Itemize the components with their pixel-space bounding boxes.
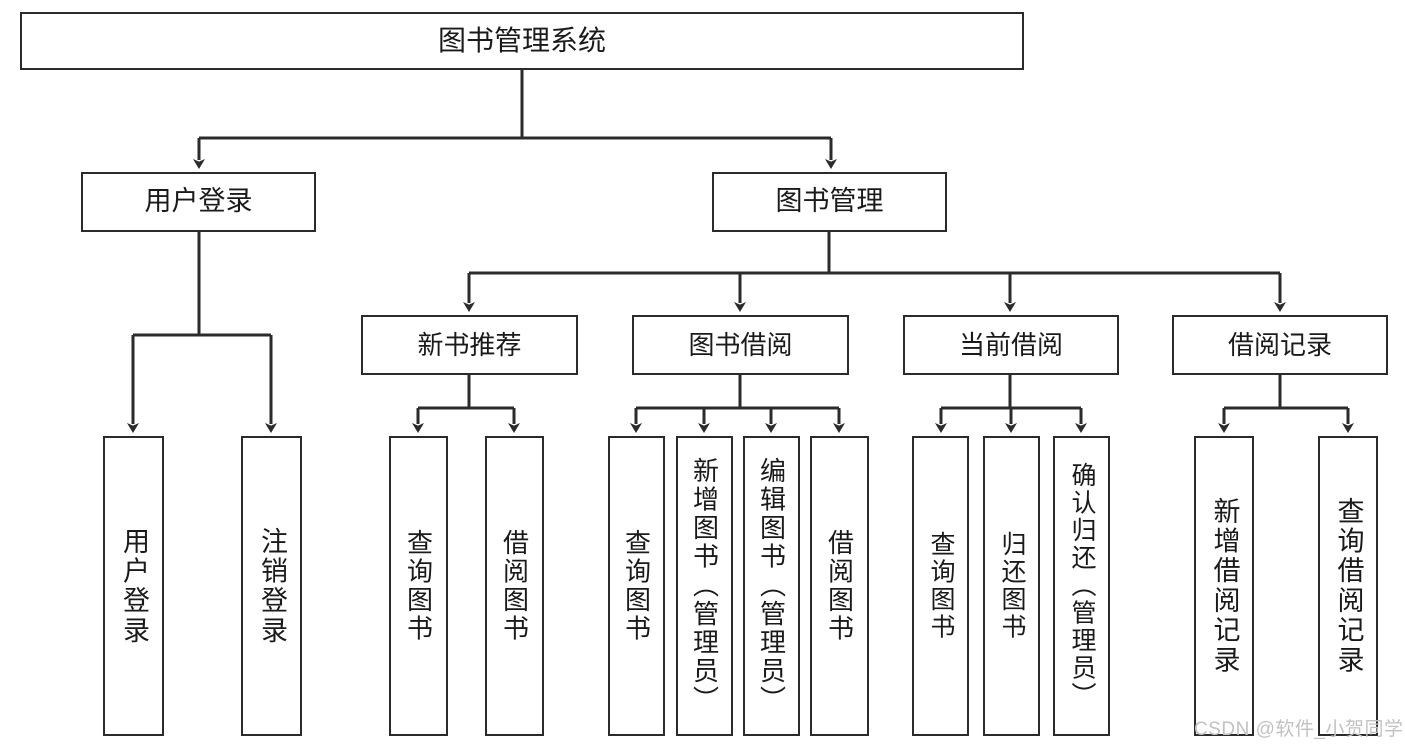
- node-leaf-add-book-admin-label: 新增图书（管理员）: [689, 457, 720, 715]
- node-leaf-borrow-book-2[interactable]: 借阅图书: [810, 436, 869, 736]
- node-leaf-confirm-return-admin[interactable]: 确认归还（管理员）: [1053, 436, 1110, 736]
- node-new-book-recommend[interactable]: 新书推荐: [361, 315, 578, 375]
- node-borrow-record-label: 借阅记录: [1227, 329, 1332, 360]
- node-current-borrow-label: 当前借阅: [958, 329, 1063, 360]
- node-leaf-return-book-label: 归还图书: [998, 531, 1026, 641]
- node-leaf-add-book-admin[interactable]: 新增图书（管理员）: [676, 436, 733, 736]
- node-book-borrow[interactable]: 图书借阅: [632, 315, 849, 375]
- node-book-borrow-label: 图书借阅: [688, 329, 793, 360]
- node-book-manage[interactable]: 图书管理: [712, 172, 947, 232]
- node-leaf-query-book-1[interactable]: 查询图书: [389, 436, 448, 736]
- node-leaf-return-book[interactable]: 归还图书: [983, 436, 1040, 736]
- node-leaf-logout-login[interactable]: 注销登录: [241, 436, 302, 736]
- node-leaf-logout-login-label: 注销登录: [257, 526, 287, 646]
- node-leaf-query-book-1-label: 查询图书: [403, 528, 434, 644]
- node-leaf-add-borrow-record-label: 新增借阅记录: [1209, 496, 1240, 676]
- node-leaf-query-book-2[interactable]: 查询图书: [608, 436, 665, 736]
- node-borrow-record[interactable]: 借阅记录: [1172, 315, 1388, 375]
- node-book-manage-label: 图书管理: [775, 186, 884, 217]
- node-leaf-query-book-3-label: 查询图书: [927, 531, 955, 641]
- node-user-login[interactable]: 用户登录: [81, 172, 316, 232]
- node-new-book-recommend-label: 新书推荐: [417, 329, 522, 360]
- node-user-login-label: 用户登录: [144, 186, 253, 217]
- node-leaf-user-login[interactable]: 用户登录: [103, 436, 164, 736]
- node-current-borrow[interactable]: 当前借阅: [903, 315, 1119, 375]
- node-root[interactable]: 图书管理系统: [20, 12, 1024, 70]
- node-leaf-query-book-2-label: 查询图书: [621, 528, 652, 644]
- csdn-watermark: CSDN @软件_小贺同学: [1194, 719, 1404, 740]
- node-leaf-borrow-book-1-label: 借阅图书: [499, 528, 530, 644]
- node-leaf-edit-book-admin[interactable]: 编辑图书（管理员）: [743, 436, 800, 736]
- node-leaf-query-borrow-record-label: 查询借阅记录: [1333, 496, 1364, 676]
- node-leaf-query-borrow-record[interactable]: 查询借阅记录: [1318, 436, 1378, 736]
- node-leaf-query-book-3[interactable]: 查询图书: [912, 436, 969, 736]
- node-root-label: 图书管理系统: [437, 24, 606, 56]
- node-leaf-borrow-book-2-label: 借阅图书: [824, 528, 855, 644]
- node-leaf-edit-book-admin-label: 编辑图书（管理员）: [756, 457, 787, 715]
- node-leaf-confirm-return-admin-label: 确认归还（管理员）: [1068, 462, 1096, 710]
- node-leaf-add-borrow-record[interactable]: 新增借阅记录: [1194, 436, 1254, 736]
- node-leaf-borrow-book-1[interactable]: 借阅图书: [485, 436, 544, 736]
- node-leaf-user-login-label: 用户登录: [119, 526, 149, 646]
